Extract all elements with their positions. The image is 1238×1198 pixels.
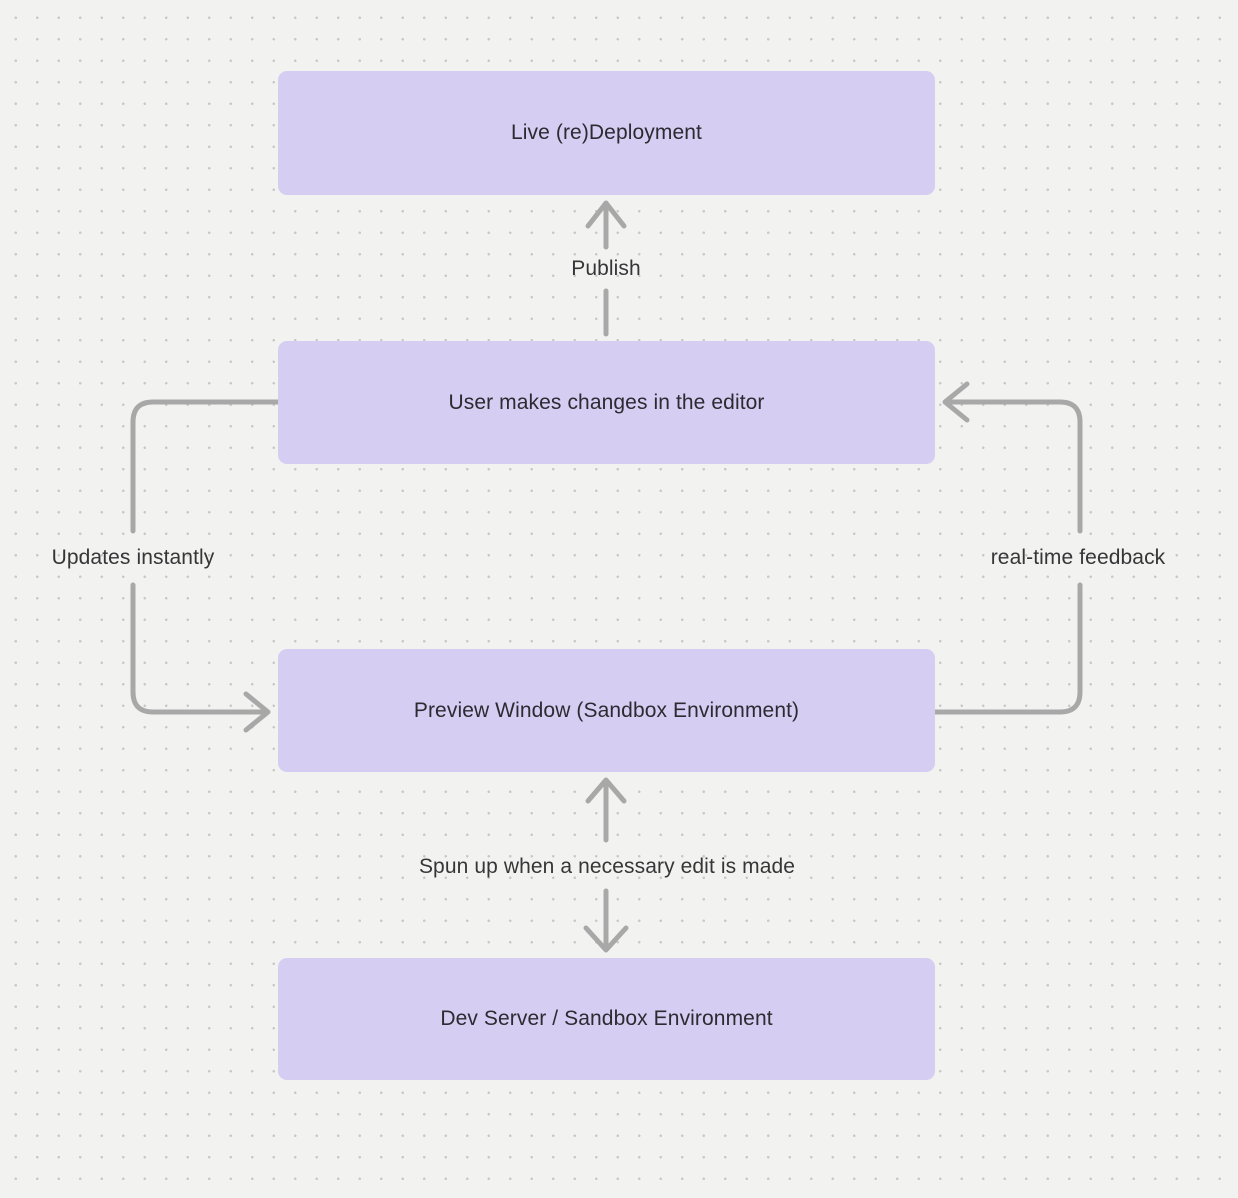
spun-up-arrowhead-up-icon [585,777,627,804]
edge-label-real-time-feedback: real-time feedback [990,546,1166,569]
updates-arrowhead-right-icon [243,691,271,733]
publish-arrowhead-up-icon [585,200,627,229]
edge-label-updates-instantly: Updates instantly [51,546,215,569]
edge-label-publish: Publish [571,257,641,280]
node-preview-window-label: Preview Window (Sandbox Environment) [413,698,800,722]
spun-up-arrowhead-down-icon [583,925,629,953]
node-editor-changes: User makes changes in the editor [278,341,935,464]
node-dev-server: Dev Server / Sandbox Environment [278,958,935,1080]
node-dev-server-label: Dev Server / Sandbox Environment [440,1007,773,1030]
node-editor-changes-label: User makes changes in the editor [448,390,765,414]
feedback-arrowhead-left-icon [942,381,970,423]
node-preview-window: Preview Window (Sandbox Environment) [278,649,935,772]
edge-label-spun-up: Spun up when a necessary edit is made [418,855,796,878]
node-live-redeployment-label: Live (re)Deployment [511,121,702,144]
node-live-redeployment: Live (re)Deployment [278,71,935,195]
